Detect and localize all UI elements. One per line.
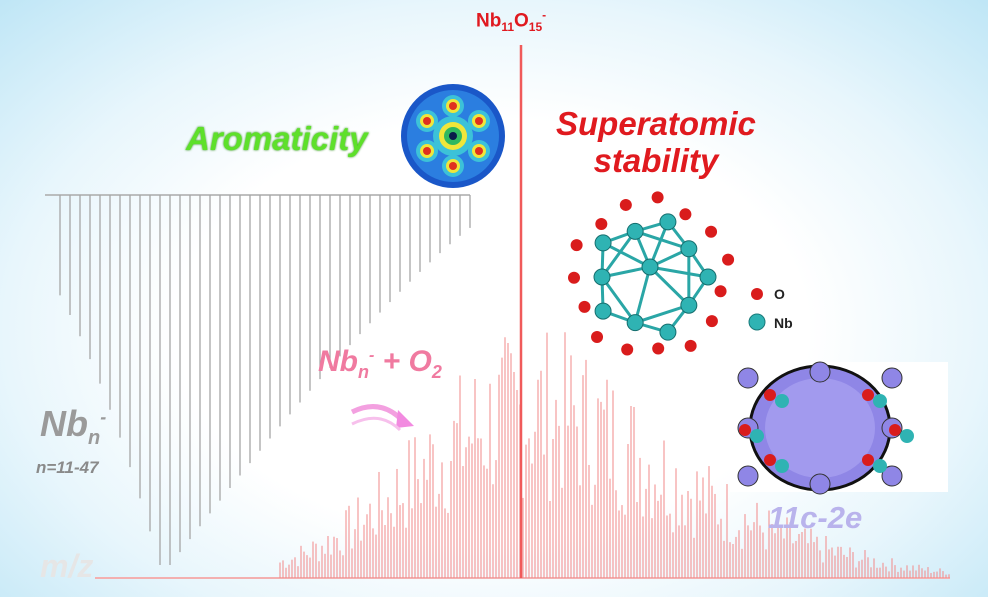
reaction-label: Nbn- + O2 <box>318 345 442 382</box>
legend-nb-label: Nb <box>774 315 793 331</box>
orbital-image <box>730 361 948 495</box>
peak-label: Nb11O15- <box>476 8 547 35</box>
cluster-label: Nbn- <box>40 403 107 450</box>
cluster-structure-image <box>568 191 735 356</box>
elf-map-image <box>401 84 505 188</box>
range-label: n=11-47 <box>36 458 99 477</box>
legend-nb-dot <box>748 313 766 331</box>
axis-label: m/z <box>40 548 94 584</box>
bond-label: 11c-2e <box>768 500 863 535</box>
red-spectrum <box>279 332 950 578</box>
gray-spectrum <box>45 194 471 565</box>
aromaticity-label: Aromaticity <box>186 120 368 157</box>
legend-o-dot <box>751 288 763 300</box>
legend-o-label: O <box>774 286 785 302</box>
